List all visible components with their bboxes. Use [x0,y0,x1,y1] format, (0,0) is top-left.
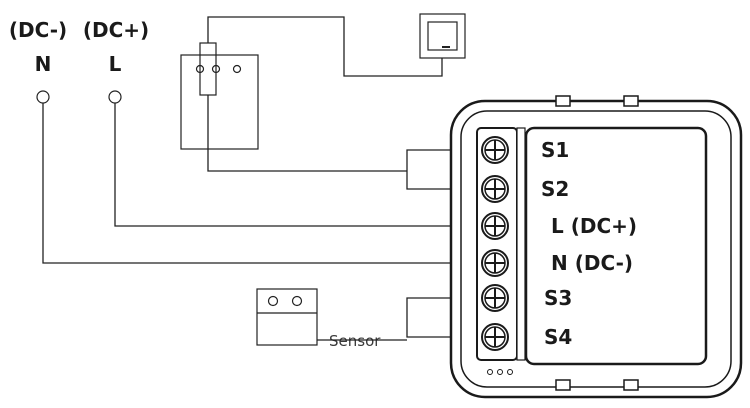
terminal-screw-l [481,212,509,240]
s1-s2-bracket [406,149,479,190]
neutral-polarity-label: (DC-) [9,18,67,42]
neutral-supply-terminal [36,90,50,104]
live-polarity-label: (DC+) [83,18,149,42]
live-supply-terminal [108,90,122,104]
terminal-screw-s2 [481,175,509,203]
terminal-screw-s3 [481,284,509,312]
neutral-letter-label: N [35,52,52,76]
terminal-label-n: N (DC-) [551,251,633,275]
switch-wire [207,16,443,77]
terminal-label-s1: S1 [541,138,569,162]
terminal-label-s4: S4 [544,325,572,349]
s3-s4-bracket [406,297,479,338]
live-letter-label: L [109,52,122,76]
sensor-device [256,288,318,346]
neutral-wire [42,103,479,264]
terminal-label-s3: S3 [544,286,572,310]
sensor-label: Sensor [329,332,381,350]
terminal-screw-s1 [481,136,509,164]
relay-block [180,42,259,150]
terminal-label-l: L (DC+) [551,214,637,238]
terminal-screw-s4 [481,323,509,351]
smart-module [449,95,743,399]
relay-output-wire [207,95,407,172]
wall-switch [419,13,466,59]
terminal-screw-n [481,249,509,277]
live-wire [114,103,479,227]
relay-coil [199,42,217,96]
terminal-label-s2: S2 [541,177,569,201]
